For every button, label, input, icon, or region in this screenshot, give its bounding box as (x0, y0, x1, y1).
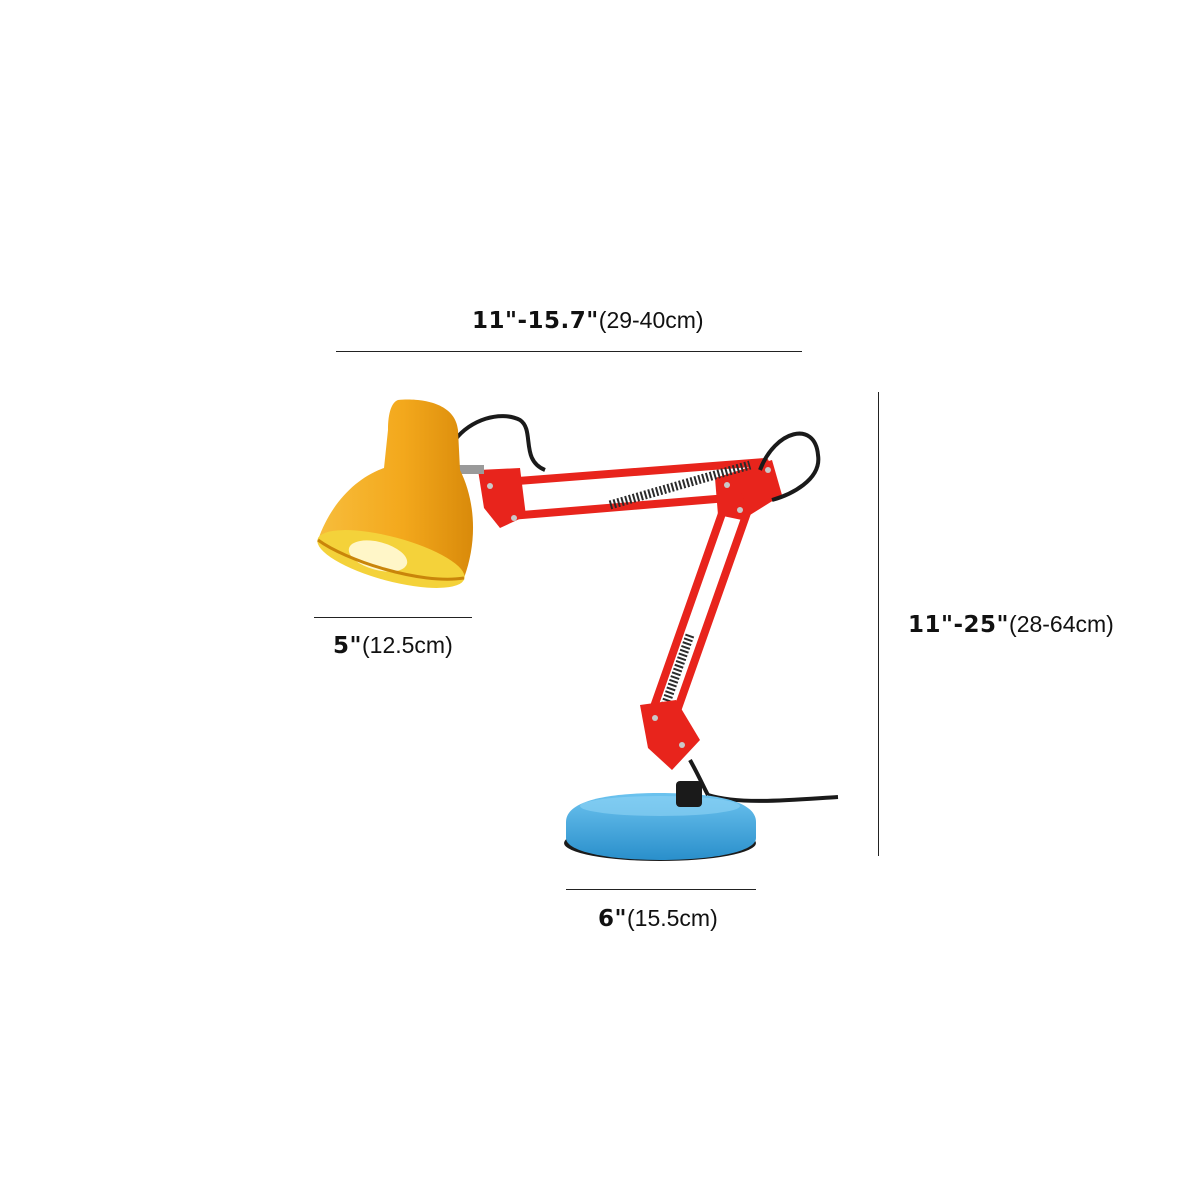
shade-inches: 5" (333, 633, 362, 659)
width-cm: (29-40cm) (598, 307, 704, 333)
base-cm: (15.5cm) (627, 905, 718, 931)
height-inches: 11"-25" (908, 612, 1010, 638)
shade-dimension-label: 5"(12.5cm) (333, 634, 453, 658)
shade-cm: (12.5cm) (362, 632, 453, 658)
base-dimension-line (566, 889, 756, 890)
shade-rim (317, 538, 465, 581)
shade-dimension-line (314, 617, 472, 618)
upper-spring (608, 460, 752, 510)
lower-arm-rod-2 (668, 506, 752, 729)
upper-arm-rod-1 (488, 458, 769, 487)
shade-connector (448, 465, 484, 474)
lower-spring (655, 633, 695, 722)
width-dimension-line (336, 351, 802, 352)
height-dimension-label: 11"-25"(28-64cm) (908, 613, 1114, 637)
height-dimension-line (878, 392, 879, 856)
arm-cable-lower (688, 759, 710, 797)
shade-joint-plate (478, 468, 526, 528)
base-top-highlight (580, 796, 740, 816)
lower-arm-rod-1 (646, 501, 729, 722)
upper-arm-rod-2 (506, 493, 744, 520)
base-pivot-socket (676, 781, 702, 807)
width-inches: 11"-15.7" (472, 308, 599, 334)
elbow-joint-plate (715, 460, 782, 520)
base-inches: 6" (598, 906, 627, 932)
base-dimension-label: 6"(15.5cm) (598, 907, 718, 931)
width-dimension-label: 11"-15.7"(29-40cm) (472, 309, 704, 333)
height-cm: (28-64cm) (1009, 611, 1114, 637)
shade-cable (453, 414, 546, 472)
arm-cable-upper (758, 431, 821, 502)
